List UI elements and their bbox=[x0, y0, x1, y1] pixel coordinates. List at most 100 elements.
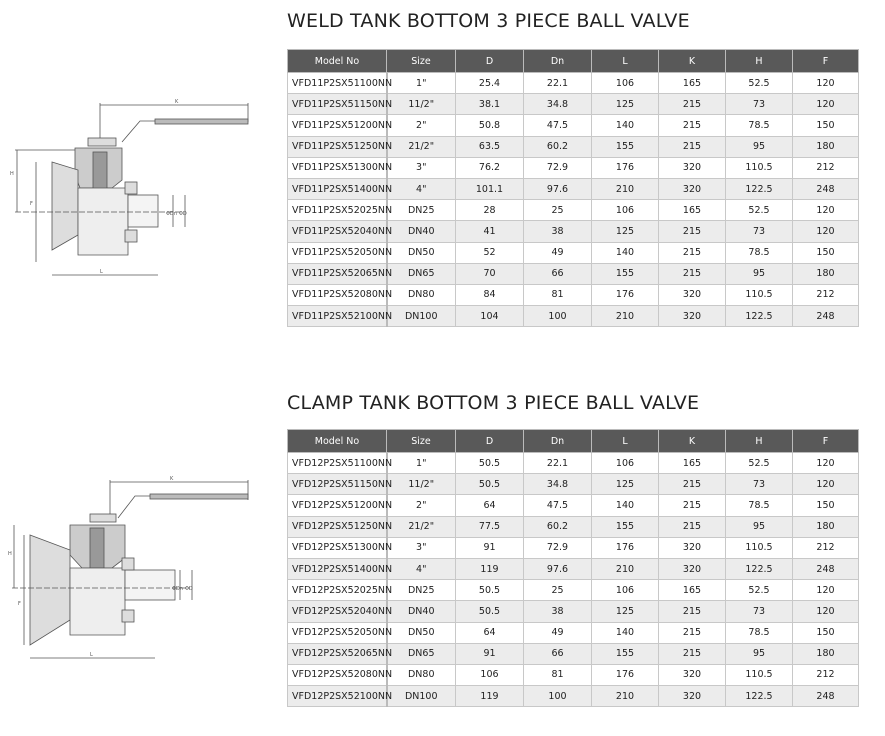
table-cell: 212 bbox=[792, 536, 859, 559]
table-cell: 155 bbox=[591, 515, 659, 538]
dim-k-label: K bbox=[175, 99, 179, 105]
table-cell: 25.4 bbox=[455, 71, 524, 95]
table-cell: 95 bbox=[725, 262, 793, 285]
table-cell: 125 bbox=[591, 220, 659, 243]
table-cell: 70 bbox=[455, 262, 524, 285]
table-cell: 110.5 bbox=[725, 663, 793, 687]
table-cell: 3" bbox=[386, 536, 456, 559]
table-cell: 78.5 bbox=[725, 621, 793, 644]
table-cell: 63.5 bbox=[455, 135, 524, 158]
table-cell: 180 bbox=[792, 515, 859, 538]
table-cell: VFD11P2SX51300NN bbox=[287, 156, 392, 179]
table-cell: DN100 bbox=[386, 305, 456, 328]
table-cell: 106 bbox=[591, 71, 659, 95]
table-cell: DN100 bbox=[386, 685, 456, 708]
table-cell: 50.8 bbox=[455, 114, 524, 137]
dim-h-label: H bbox=[10, 171, 14, 177]
table-cell: 320 bbox=[658, 283, 726, 307]
table-cell: 1" bbox=[386, 451, 456, 475]
table-cell: 215 bbox=[658, 262, 726, 285]
table-cell: 72.9 bbox=[523, 536, 592, 559]
table-cell: 38.1 bbox=[455, 93, 524, 116]
table-cell: 119 bbox=[455, 557, 524, 581]
table-cell: 81 bbox=[523, 283, 592, 307]
column-header: Size bbox=[386, 429, 456, 453]
table-cell: 122.5 bbox=[725, 557, 793, 581]
table-cell: 110.5 bbox=[725, 283, 793, 307]
table-cell: 215 bbox=[658, 114, 726, 137]
table-cell: 106 bbox=[591, 451, 659, 475]
table-cell: 81 bbox=[523, 663, 592, 687]
table-cell: 210 bbox=[591, 685, 659, 708]
table-cell: 4" bbox=[386, 177, 456, 201]
table-cell: 2" bbox=[386, 114, 456, 137]
table-cell: 101.1 bbox=[455, 177, 524, 201]
table-cell: 49 bbox=[523, 621, 592, 644]
table-cell: VFD12P2SX51300NN bbox=[287, 536, 392, 559]
table-cell: 11/2" bbox=[386, 473, 456, 496]
column-header: F bbox=[792, 49, 859, 73]
table-cell: DN80 bbox=[386, 283, 456, 307]
table-cell: VFD12P2SX51150NN bbox=[287, 473, 392, 496]
table-cell: 34.8 bbox=[523, 473, 592, 496]
table-cell: 155 bbox=[591, 135, 659, 158]
table-cell: 165 bbox=[658, 199, 726, 222]
table-cell: DN40 bbox=[386, 600, 456, 623]
table-cell: 180 bbox=[792, 642, 859, 665]
table-cell: 212 bbox=[792, 156, 859, 179]
table-cell: 155 bbox=[591, 262, 659, 285]
table-cell: VFD12P2SX52080NN bbox=[287, 663, 392, 687]
table-cell: 72.9 bbox=[523, 156, 592, 179]
table-cell: VFD11P2SX51200NN bbox=[287, 114, 392, 137]
dim-k-label-2: K bbox=[170, 476, 174, 482]
column-header: H bbox=[725, 429, 793, 453]
table-cell: 21/2" bbox=[386, 515, 456, 538]
table-cell: VFD12P2SX52100NN bbox=[287, 685, 392, 708]
table-cell: 60.2 bbox=[523, 135, 592, 158]
dim-f-label-2: F bbox=[18, 601, 21, 607]
table-cell: 47.5 bbox=[523, 114, 592, 137]
table-cell: 106 bbox=[455, 663, 524, 687]
table-cell: 25 bbox=[523, 199, 592, 222]
table-cell: 125 bbox=[591, 600, 659, 623]
table-cell: 110.5 bbox=[725, 536, 793, 559]
table-cell: 120 bbox=[792, 93, 859, 116]
table-cell: 215 bbox=[658, 494, 726, 517]
table-cell: 122.5 bbox=[725, 177, 793, 201]
table-cell: VFD12P2SX51100NN bbox=[287, 451, 392, 475]
table-cell: 176 bbox=[591, 663, 659, 687]
table-cell: 50.5 bbox=[455, 579, 524, 602]
table-cell: VFD12P2SX52040NN bbox=[287, 600, 392, 623]
table-cell: 95 bbox=[725, 642, 793, 665]
column-header: Model No bbox=[287, 429, 387, 453]
table-cell: 66 bbox=[523, 642, 592, 665]
table-cell: 95 bbox=[725, 515, 793, 538]
dim-f-label: F bbox=[30, 201, 33, 207]
table-cell: 155 bbox=[591, 642, 659, 665]
table-cell: 34.8 bbox=[523, 93, 592, 116]
column-header: F bbox=[792, 429, 859, 453]
table-cell: DN25 bbox=[386, 199, 456, 222]
table-cell: 52.5 bbox=[725, 579, 793, 602]
dim-d-label: ΦD bbox=[179, 211, 187, 217]
table-cell: VFD11P2SX52050NN bbox=[287, 241, 392, 264]
table-cell: VFD11P2SX51150NN bbox=[287, 93, 392, 116]
table-cell: 4" bbox=[386, 557, 456, 581]
dim-dn-label-2: ΦDn bbox=[172, 586, 183, 592]
dim-l-label: L bbox=[100, 269, 103, 275]
